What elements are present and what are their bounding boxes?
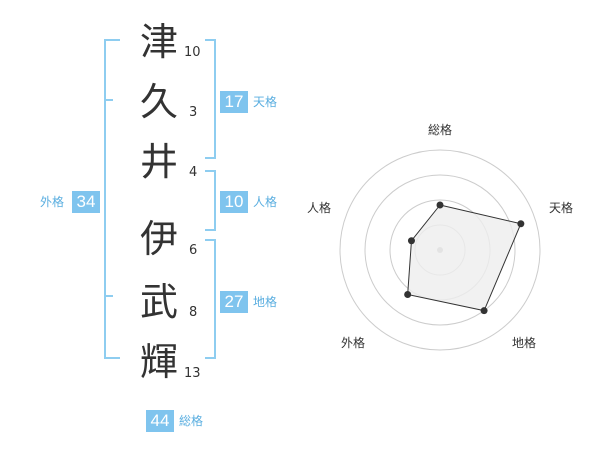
stroke-count-2: 3 [189,105,198,120]
gaikaku-bracket [104,39,120,359]
name-char-1: 津 [140,20,179,64]
radar-axis-label-soukaku: 総格 [428,123,453,137]
stroke-count-6: 13 [184,366,201,381]
gaikaku-label: 外格 [40,195,65,209]
radar-point-1 [436,201,444,209]
radar-axis-label-jinkaku: 人格 [307,201,332,215]
name-char-4: 伊 [140,217,179,261]
radar-point-3 [480,307,488,315]
soukaku-label: 総格 [179,414,204,428]
soukaku-badge: 44 [146,410,174,432]
radar-axis-label-gaikaku: 外格 [341,336,366,350]
stroke-count-1: 10 [184,45,201,60]
chikaku-badge: 27 [220,291,248,313]
radar-axis-label-chikaku: 地格 [512,336,537,350]
radar-point-4 [404,290,412,298]
name-char-2: 久 [140,80,179,124]
radar-point-2 [517,220,525,228]
chikaku-label: 地格 [253,295,278,309]
name-char-5: 武 [140,280,179,324]
radar-axis-label-tenkaku: 天格 [549,201,574,215]
name-char-3: 井 [140,140,179,184]
radar-point-5 [407,237,415,245]
tenkaku-bracket [205,39,216,159]
jinkaku-badge: 10 [220,191,248,213]
chikaku-bracket [205,239,216,359]
radar-ring [364,174,516,326]
radar-area [407,204,522,312]
gaikaku-badge: 34 [72,191,100,213]
tenkaku-label: 天格 [253,95,278,109]
tenkaku-badge: 17 [220,91,248,113]
radar-ring [339,149,541,351]
stroke-count-5: 8 [189,305,198,320]
stroke-count-3: 4 [189,165,198,180]
jinkaku-bracket [205,170,216,231]
name-char-6: 輝 [140,340,179,384]
stroke-count-4: 6 [189,243,198,258]
jinkaku-label: 人格 [253,195,278,209]
